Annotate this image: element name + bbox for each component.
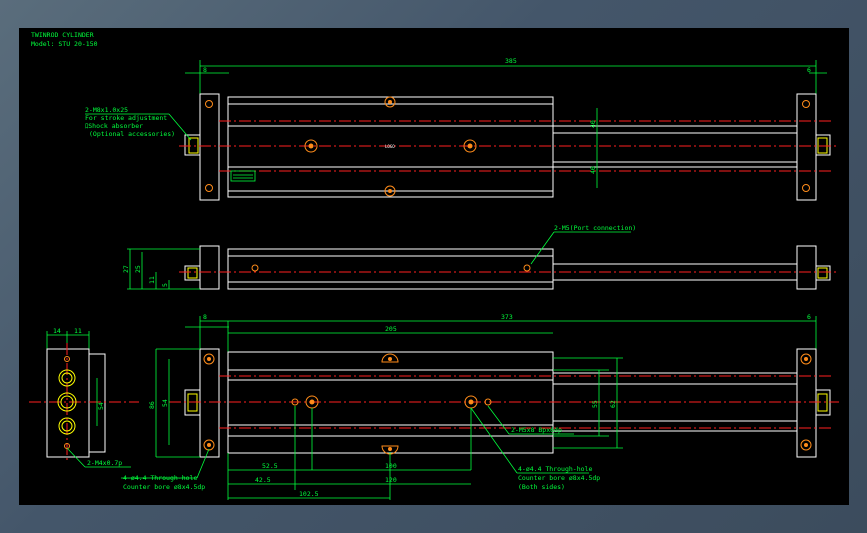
- bottom-left-end-plate: [199, 348, 220, 458]
- end-view: 14 11 54 2-M4x0.7p: [29, 327, 139, 468]
- note-stroke-line3: ﾛShock absorber: [85, 122, 143, 130]
- dim-102-5: 102.5: [299, 490, 319, 498]
- bottom-right-end-plate: [796, 348, 817, 458]
- dim-55: 55: [591, 400, 599, 408]
- dim-overall-bottom: 373: [501, 313, 513, 321]
- dim-14: 14: [53, 327, 61, 335]
- top-left-boss: [184, 134, 201, 156]
- note-m5-holes: 2-M5x8 Bpx6dp: [511, 426, 562, 434]
- side-view: 2-M5(Port connection) 27 25 11 5: [122, 224, 839, 290]
- dim-205: 205: [385, 325, 397, 333]
- dim-54-left: 54: [161, 399, 169, 407]
- port-hole: [523, 264, 531, 272]
- hole: [205, 184, 213, 192]
- note-stroke-line2: For stroke adjustment: [85, 114, 167, 122]
- end-view-plate: [46, 348, 90, 458]
- cad-drawing-canvas[interactable]: TWINROD CYLINDER Model: STU 20-150 385 8…: [19, 28, 849, 505]
- side-right-end-plate: [796, 245, 817, 290]
- note-stroke-line4: (Optional accessories): [89, 130, 175, 138]
- dim-52-5: 52.5: [262, 462, 278, 470]
- hole: [802, 100, 810, 108]
- counterbore-hole: [384, 96, 396, 108]
- note-left-through-line1: 4-ø4.4 Through-hole: [123, 474, 197, 482]
- note-stroke-line1: 2-M8x1.0x25: [85, 106, 128, 114]
- note-left-through-line2: Counter bore ø8x4.5dp: [123, 483, 205, 491]
- cad-drawing: TWINROD CYLINDER Model: STU 20-150 385 8…: [29, 31, 839, 500]
- note-through-line2: Counter bore ø8x4.5dp: [518, 474, 600, 482]
- brand-mark: LOGO: [385, 144, 395, 149]
- hole: [205, 100, 213, 108]
- dim-right-top: 6: [807, 66, 811, 74]
- dim-120: 120: [385, 476, 397, 484]
- hole: [802, 184, 810, 192]
- note-m4: 2-M4x0.7p: [87, 459, 122, 467]
- note-through-line3: (Both sides): [518, 483, 565, 491]
- dim-right-bottom: 6: [807, 313, 811, 321]
- top-right-boss: [815, 134, 831, 156]
- counterbore-hole: [384, 185, 396, 197]
- dim-27: 27: [122, 265, 130, 273]
- dim-86: 86: [148, 401, 156, 409]
- dim-40-upper: 40: [589, 120, 597, 128]
- counterbore-hole: [304, 139, 318, 153]
- dim-11: 11: [148, 276, 156, 284]
- counterbore-hole: [463, 139, 477, 153]
- dim-62: 62: [609, 400, 617, 408]
- name-plate: [230, 170, 256, 182]
- dim-42-5: 42.5: [255, 476, 271, 484]
- dim-left-bottom: 8: [203, 313, 207, 321]
- note-through-line1: 4-ø4.4 Through-hole: [518, 465, 592, 473]
- drawing-model: Model: STU 20-150: [31, 40, 98, 48]
- side-left-end-plate: [199, 245, 220, 290]
- dim-25: 25: [134, 265, 142, 273]
- port-hole: [251, 264, 259, 272]
- side-cylinder-body: [227, 248, 554, 290]
- dim-left-top: 8: [203, 66, 207, 74]
- dim-11-end: 11: [74, 327, 82, 335]
- bottom-view: 8 373 6 205: [121, 313, 839, 500]
- top-view: 385 8 6 LOGO: [85, 57, 839, 201]
- dim-54-end: 54: [97, 402, 105, 410]
- dim-5: 5: [161, 283, 169, 287]
- dim-40-lower: 40: [589, 166, 597, 174]
- dim-100: 100: [385, 462, 397, 470]
- dim-overall-top: 385: [505, 57, 517, 65]
- drawing-title: TWINROD CYLINDER: [31, 31, 94, 39]
- note-port: 2-M5(Port connection): [554, 224, 636, 232]
